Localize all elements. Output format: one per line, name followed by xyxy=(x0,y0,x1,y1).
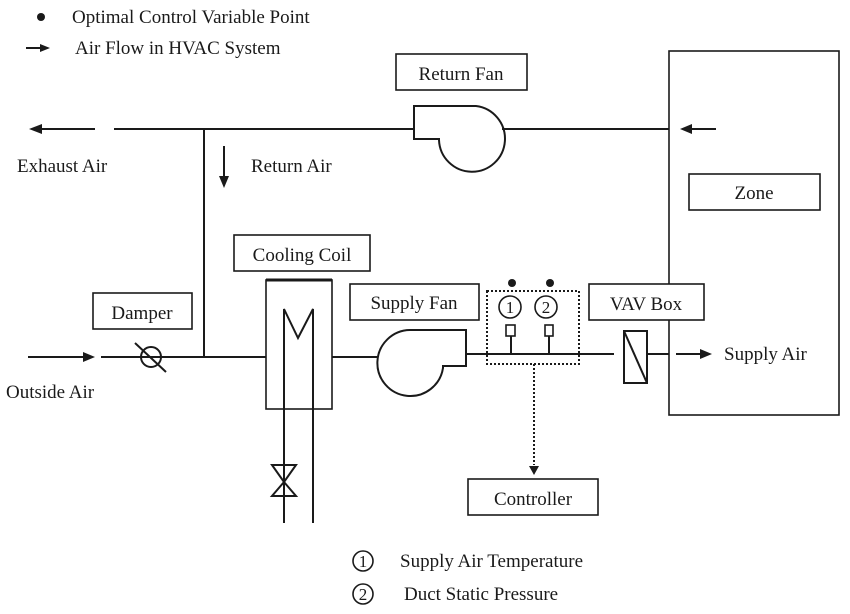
sensor-group-box xyxy=(486,290,580,365)
outside-air-label: Outside Air xyxy=(6,382,95,403)
vav-box-label: VAV Box xyxy=(610,294,683,315)
legend-arrow-icon xyxy=(26,44,50,52)
supply-fan-label: Supply Fan xyxy=(370,293,458,314)
outside-air-arrow-icon xyxy=(28,352,95,362)
exhaust-arrow-icon xyxy=(29,124,95,134)
valve-icon xyxy=(269,464,299,497)
vav-damper-icon xyxy=(623,330,648,384)
optimal-point-1-icon xyxy=(508,279,516,287)
sensor-legend-1-marker xyxy=(352,550,374,572)
legend-optimal-point-label: Optimal Control Variable Point xyxy=(72,7,310,28)
exhaust-air-label: Exhaust Air xyxy=(17,156,108,177)
sensor-legend-1-number: 1 xyxy=(359,552,368,571)
controller-label: Controller xyxy=(494,489,573,510)
cooling-coil-label: Cooling Coil xyxy=(253,245,352,266)
supply-fan-icon xyxy=(376,329,467,397)
supply-fan-label-box xyxy=(349,283,480,321)
damper-label-box xyxy=(92,292,193,330)
damper-icon xyxy=(134,342,167,373)
supply-air-label: Supply Air xyxy=(724,344,808,365)
cooling-coil-label-box xyxy=(233,234,371,272)
zone-label: Zone xyxy=(734,183,773,204)
sensor-legend-2-label: Duct Static Pressure xyxy=(404,584,558,605)
cooling-coil-icon xyxy=(265,278,333,523)
supply-air-arrow-icon xyxy=(676,349,712,359)
return-air-label: Return Air xyxy=(251,156,332,177)
sensor-1-probe-icon xyxy=(505,324,516,354)
damper-label: Damper xyxy=(111,303,173,324)
sensor-legend-2-marker xyxy=(352,583,374,605)
sensor-1-number: 1 xyxy=(506,298,515,317)
return-air-arrow-icon xyxy=(219,146,229,188)
controller-box xyxy=(467,478,599,516)
sensor-2-number: 2 xyxy=(542,298,551,317)
legend-dot-icon xyxy=(37,13,45,21)
vav-box-label-box xyxy=(588,283,705,321)
sensor-2-marker xyxy=(534,295,558,319)
zone-label-box xyxy=(688,173,821,211)
sensor-2-probe-icon xyxy=(544,324,554,354)
zone-return-arrow-icon xyxy=(680,124,716,134)
optimal-point-2-icon xyxy=(546,279,554,287)
control-signal-arrow-icon xyxy=(529,466,539,475)
legend-air-flow-label: Air Flow in HVAC System xyxy=(75,38,281,59)
return-fan-label-box xyxy=(395,53,528,91)
sensor-1-marker xyxy=(498,295,522,319)
sensor-legend-1-label: Supply Air Temperature xyxy=(400,551,583,572)
return-fan-icon xyxy=(413,105,506,173)
sensor-legend-2-number: 2 xyxy=(359,585,368,604)
return-fan-label: Return Fan xyxy=(419,64,504,85)
